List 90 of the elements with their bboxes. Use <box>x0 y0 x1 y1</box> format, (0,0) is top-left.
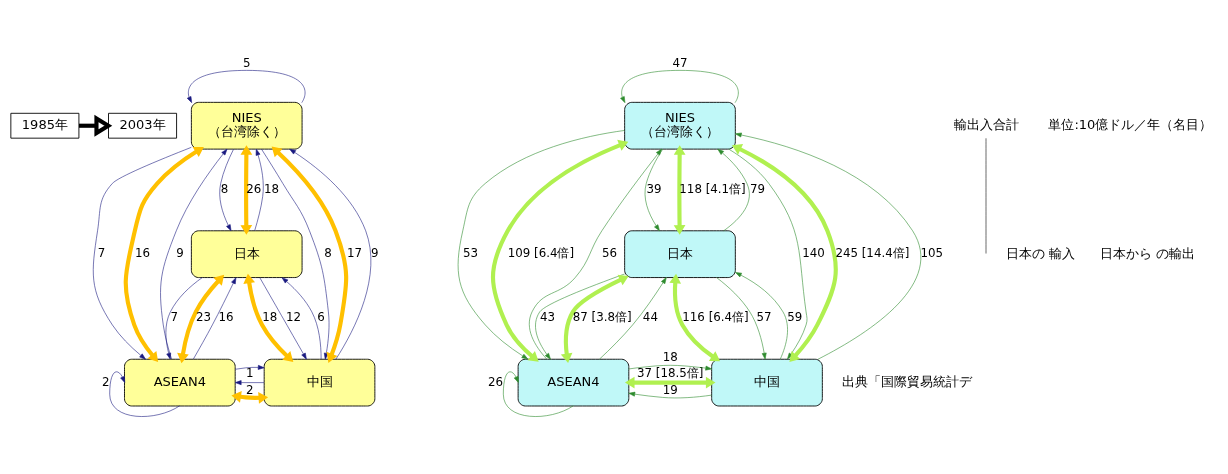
edge-label: 109 [6.4倍] <box>507 246 575 261</box>
arrow <box>728 148 808 360</box>
edge-label: 19 <box>662 382 678 397</box>
edge-label: 12 <box>285 310 302 325</box>
edge-label: 87 [3.8倍] <box>572 310 632 325</box>
arrow <box>560 274 629 364</box>
arrow <box>123 147 204 362</box>
arrow <box>289 148 372 360</box>
edge-label: 47 <box>672 55 688 70</box>
arrow <box>529 148 662 360</box>
edge-label: 8 <box>220 181 229 196</box>
edge-label: 116 [6.4倍] <box>682 310 749 325</box>
arrow <box>624 376 716 389</box>
edge-label: 17 <box>346 246 362 261</box>
edge-label: 26 <box>488 374 504 389</box>
edge-label: 16 <box>135 246 151 261</box>
edge-label: 53 <box>462 246 478 261</box>
arrow <box>240 145 253 235</box>
arrow <box>261 148 330 360</box>
edge-label: 245 [14.4倍] <box>835 246 910 261</box>
edge-label: 7 <box>170 310 178 325</box>
arrow <box>491 139 629 362</box>
arrow <box>254 148 264 231</box>
label: 出典「国際貿易統計デ <box>841 373 972 389</box>
label: 単位:10億ドル／年（名目） <box>1048 117 1213 133</box>
edge-label: 43 <box>539 310 555 325</box>
arrow <box>243 273 294 362</box>
node-box: 日本 <box>190 230 303 278</box>
arrow <box>735 272 788 360</box>
node-box: 2003年 <box>108 112 178 139</box>
arrow <box>219 148 234 231</box>
edge-label: 23 <box>195 310 212 325</box>
arrow <box>281 277 322 360</box>
edge-label: 59 <box>787 310 803 325</box>
label: 日本から の輸出 <box>1100 245 1196 261</box>
arrow <box>193 277 237 360</box>
node-box: ASEAN4 <box>124 358 236 407</box>
arrow <box>644 148 663 231</box>
arrow <box>271 146 349 363</box>
edge-label: 5 <box>242 55 251 70</box>
edge-label: 39 <box>646 181 662 196</box>
edge-label: 8 <box>324 246 332 261</box>
node-box: 中国 <box>263 358 376 407</box>
node-text: 輸出入合計 <box>953 117 1019 133</box>
arrow <box>669 273 721 362</box>
arrow <box>599 277 667 360</box>
label: 日本の 輸入 <box>1005 245 1076 261</box>
arrow <box>735 132 922 360</box>
node-box: 1985年 <box>10 112 80 139</box>
arrow <box>231 391 269 404</box>
arrow <box>628 391 712 399</box>
edge-label: 9 <box>176 246 184 261</box>
edge-label: 9 <box>371 246 379 261</box>
edge-label: 56 <box>602 246 618 261</box>
edge-label: 18 <box>262 310 278 325</box>
node-box: NIES （台湾除く） <box>190 101 303 150</box>
arrow <box>186 70 306 103</box>
edge-label: 2 <box>102 374 110 389</box>
edge-label: 44 <box>642 310 658 325</box>
edge-label: 7 <box>97 246 106 261</box>
node-box: NIES （台湾除く） <box>624 101 736 150</box>
arrow <box>673 145 686 235</box>
edge-label: 18 <box>264 181 280 196</box>
node-box: ASEAN4 <box>517 358 630 407</box>
edge-label: 16 <box>218 310 234 325</box>
arrow <box>259 277 307 360</box>
edge-label: 2 <box>245 382 254 397</box>
arrow <box>235 365 265 370</box>
arrow <box>731 144 838 362</box>
edge-label: 105 <box>920 246 944 261</box>
arrow <box>177 274 225 364</box>
arrow <box>234 380 265 385</box>
arrow <box>160 148 228 360</box>
node-box: 中国 <box>711 358 823 407</box>
edge-label: 79 <box>750 181 766 196</box>
arrow <box>93 147 192 360</box>
edge-label: 18 <box>662 349 678 364</box>
edge-label: 140 <box>802 246 825 261</box>
node-box: 日本 <box>624 230 736 278</box>
arrow <box>717 148 750 232</box>
edge-label: 37 [18.5倍] <box>637 366 704 381</box>
arrow <box>535 273 625 360</box>
edge-label: 1 <box>245 366 254 381</box>
arrow <box>620 70 739 103</box>
arrow <box>716 277 767 360</box>
edge-label: 57 <box>756 310 772 325</box>
edge-label: 6 <box>317 310 325 325</box>
arrow <box>457 130 625 360</box>
arrow <box>165 277 203 360</box>
arrow <box>628 365 712 371</box>
